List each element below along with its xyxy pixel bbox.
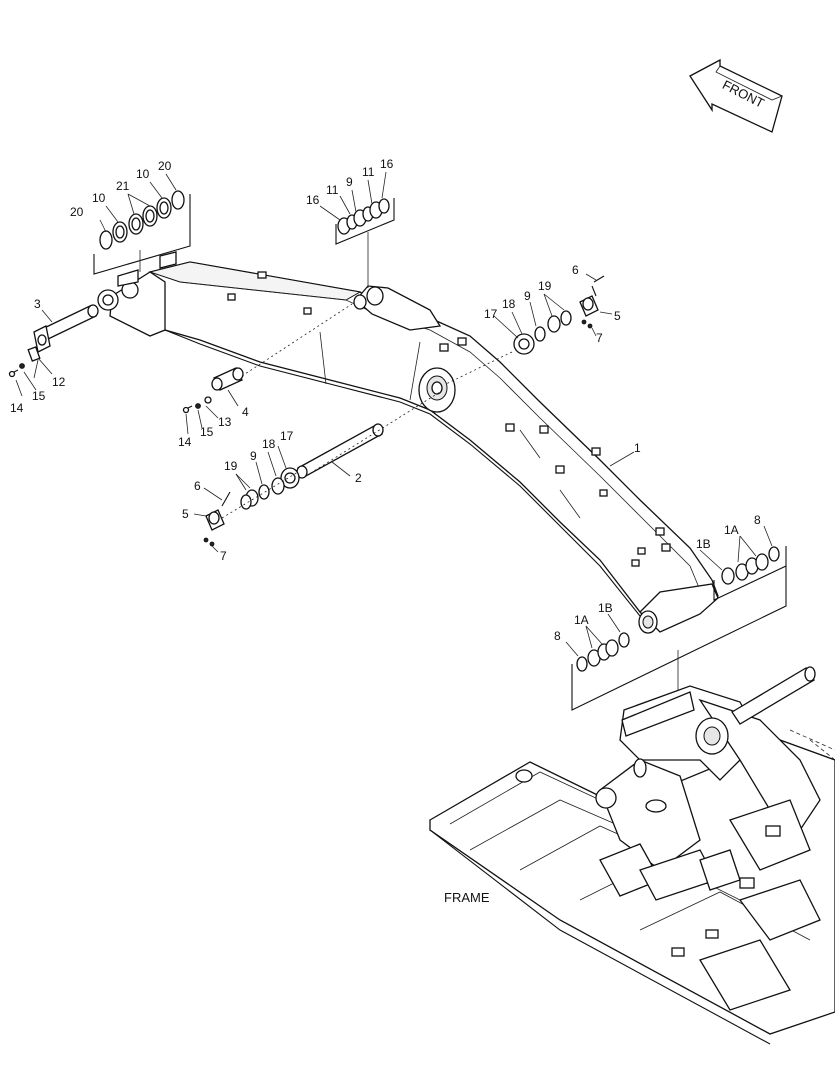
callout-5-right: 5 — [614, 309, 621, 323]
callout-labels: 1 1A 1B 8 1A 1B 8 2 3 4 5 6 7 9 17 18 19… — [10, 157, 761, 905]
callout-19-left: 19 — [224, 459, 238, 473]
callout-13: 13 — [218, 415, 232, 429]
callout-3: 3 — [34, 297, 41, 311]
callout-9-left: 9 — [250, 449, 257, 463]
callout-2: 2 — [355, 471, 362, 485]
pin-group-left — [193, 445, 300, 553]
callout-17-left: 17 — [280, 429, 294, 443]
callout-11-a: 11 — [326, 183, 339, 197]
callout-16-a: 16 — [306, 193, 320, 207]
leader-lines — [15, 309, 635, 477]
shim-group-top-middle — [319, 171, 395, 288]
callout-8-left: 8 — [554, 629, 561, 643]
callout-11-b: 11 — [362, 165, 375, 179]
shim-group-top-left — [93, 173, 191, 275]
callout-10-b: 10 — [136, 167, 150, 181]
callout-9-right: 9 — [524, 289, 531, 303]
callout-1: 1 — [634, 441, 641, 455]
bushing-group-left — [565, 566, 787, 748]
callout-6-left: 6 — [194, 479, 201, 493]
callout-15-b: 15 — [200, 425, 214, 439]
callout-14-b: 14 — [178, 435, 192, 449]
callout-19-right: 19 — [538, 279, 552, 293]
callout-12: 12 — [52, 375, 66, 389]
callout-16-b: 16 — [380, 157, 394, 171]
callout-20-b: 20 — [158, 159, 172, 173]
callout-1a-right: 1A — [724, 523, 739, 537]
callout-20-a: 20 — [70, 205, 84, 219]
callout-4: 4 — [242, 405, 249, 419]
callout-6-right: 6 — [572, 263, 579, 277]
hardware-left — [8, 346, 212, 414]
callout-1b-right: 1B — [696, 537, 711, 551]
pin-group-right — [445, 273, 613, 385]
front-arrow: FRONT — [689, 58, 783, 133]
callout-1b-left: 1B — [598, 601, 613, 615]
callout-10-a: 10 — [92, 191, 106, 205]
callout-7-left: 7 — [220, 549, 227, 563]
pin-4 — [211, 303, 353, 391]
callout-9-top: 9 — [346, 175, 353, 189]
callout-1a-left: 1A — [574, 613, 589, 627]
callout-21: 21 — [116, 179, 130, 193]
callout-14-a: 14 — [10, 401, 24, 415]
callout-17-right: 17 — [484, 307, 498, 321]
bushing-group-right — [699, 525, 787, 601]
frame-label: FRAME — [444, 890, 490, 905]
callout-8-right: 8 — [754, 513, 761, 527]
callout-7-right: 7 — [596, 331, 603, 345]
callout-18-left: 18 — [262, 437, 276, 451]
callout-18-right: 18 — [502, 297, 516, 311]
pin-2 — [296, 391, 441, 479]
callout-5-left: 5 — [182, 507, 189, 521]
callout-15-a: 15 — [32, 389, 46, 403]
boom — [97, 251, 719, 634]
pin-3 — [33, 304, 99, 353]
frame — [429, 666, 835, 1045]
